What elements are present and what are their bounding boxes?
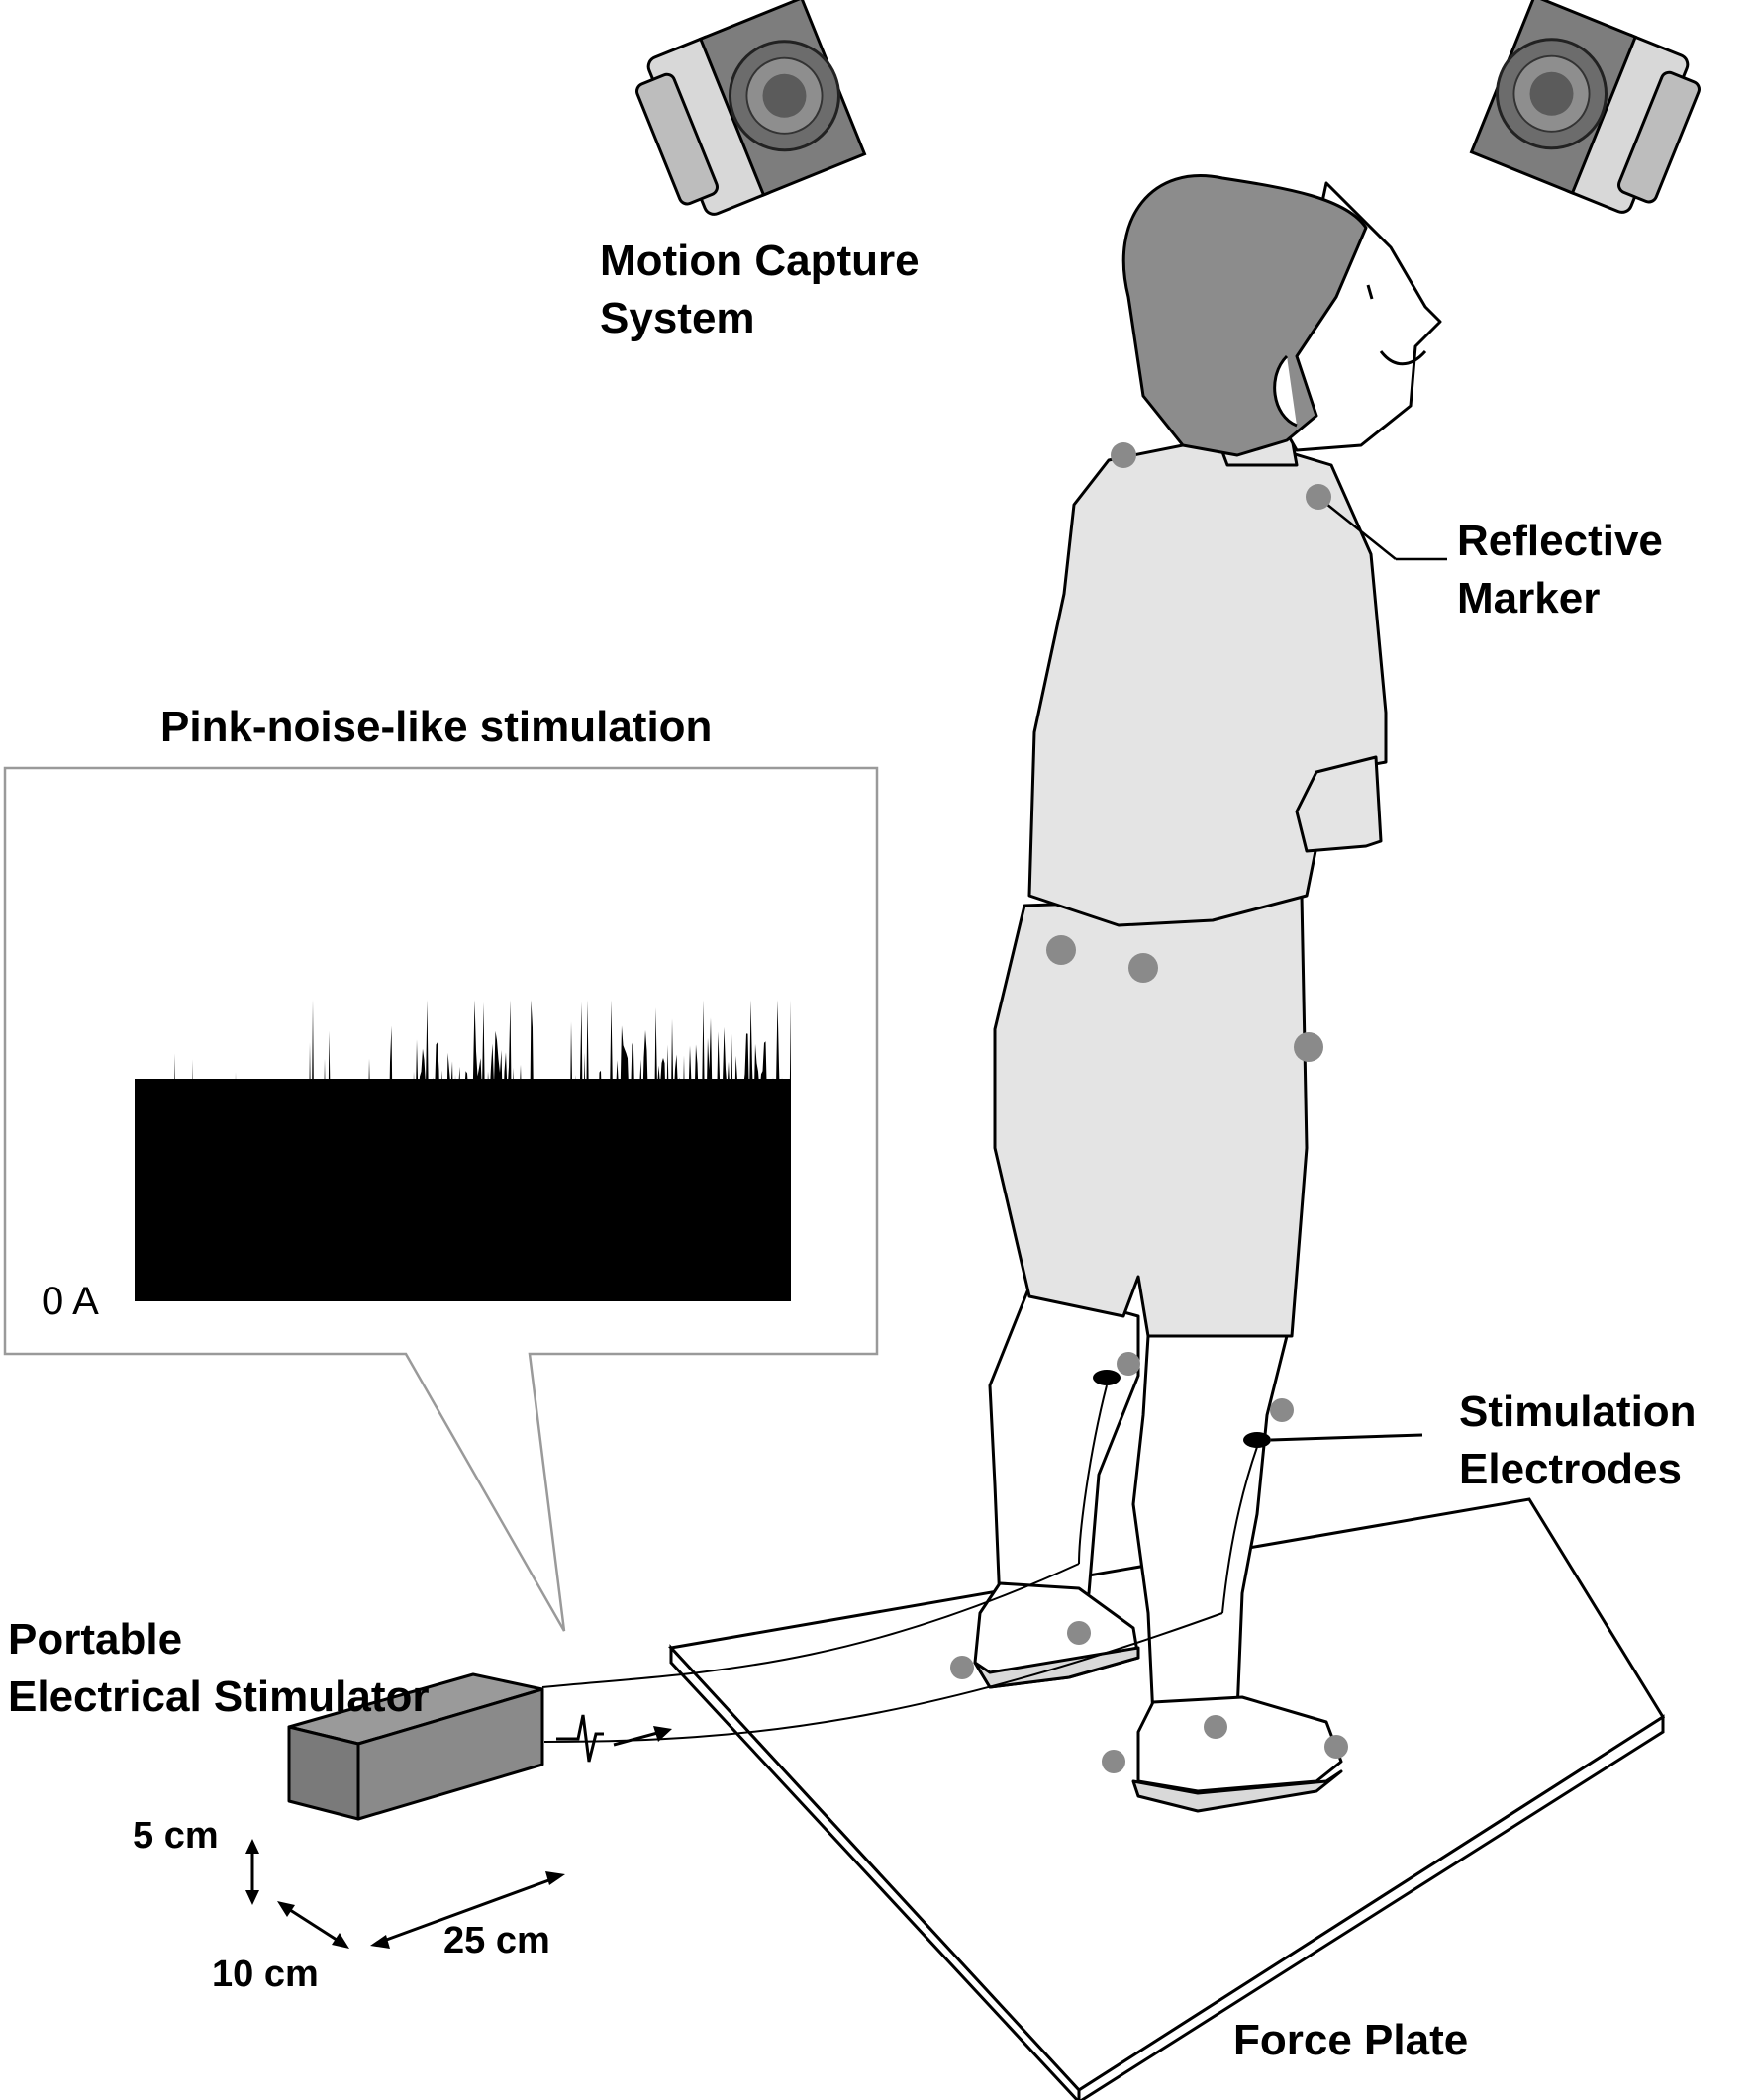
dimension-length-label: 25 cm <box>443 1920 550 1961</box>
dimension-height-label: 5 cm <box>133 1815 219 1857</box>
signal-pulse-icon <box>556 1714 604 1763</box>
stimulation-callout <box>3 766 879 1632</box>
pink-noise-waveform <box>135 1000 791 1301</box>
reflective-marker-label: Reflective Marker <box>1457 517 1663 622</box>
dimension-arrows <box>245 1839 565 1949</box>
portable-electrical-stimulator <box>287 1672 544 1821</box>
stimulation-electrodes-label: Stimulation Electrodes <box>1459 1387 1697 1493</box>
force-plate-label: Force Plate <box>1233 2016 1469 2064</box>
stimulation-electrodes <box>1093 1370 1423 1448</box>
camera-icon <box>1469 0 1701 214</box>
dimension-width-label: 10 cm <box>212 1954 319 1995</box>
noise-title: Pink-noise-like stimulation <box>160 703 713 751</box>
motion-capture-label: Motion Capture System <box>600 237 920 342</box>
camera-icon <box>635 0 867 216</box>
reflective-markers <box>950 442 1348 1773</box>
zero-amp-label: 0 A <box>42 1280 99 1323</box>
portable-stimulator-label: Portable Electrical Stimulator <box>8 1615 430 1721</box>
arrow-icon <box>613 1726 672 1747</box>
standing-person <box>973 174 1447 1813</box>
